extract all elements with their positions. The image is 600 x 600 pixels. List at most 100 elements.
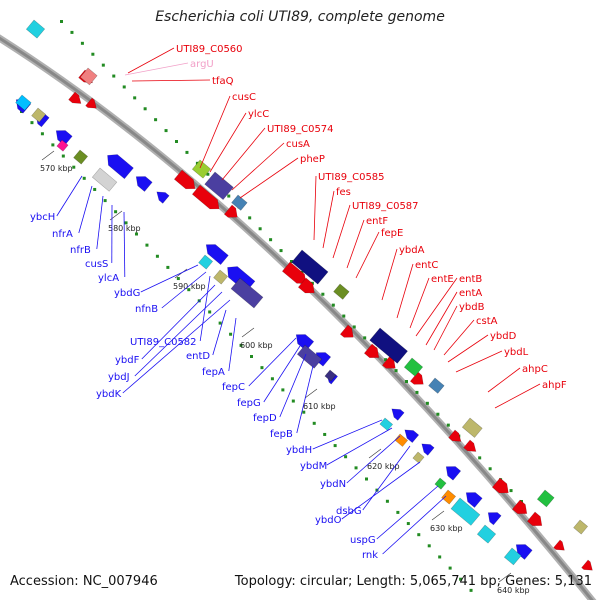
forward-gene	[297, 277, 315, 294]
reverse-label-leader	[248, 337, 297, 387]
tick-dot	[342, 314, 346, 318]
pseudo-feature	[79, 67, 98, 86]
tick-dot	[269, 238, 273, 242]
feature-box	[56, 139, 69, 152]
reverse-label-leader	[362, 445, 411, 511]
gene-arrow	[526, 511, 543, 526]
gene-arrow	[553, 539, 565, 551]
accession-label: Accession: NC_007946	[10, 574, 158, 589]
gene-box	[379, 417, 394, 431]
forward-gene-label: entB	[459, 274, 482, 285]
tick-dot	[459, 577, 463, 581]
tick-dot	[51, 143, 55, 147]
forward-gene	[68, 91, 82, 104]
reverse-gene-label: nfrB	[70, 245, 91, 256]
kbp-tick	[174, 268, 188, 279]
feature-box	[198, 254, 214, 270]
reverse-label-leader	[123, 211, 126, 278]
reverse-label-leader	[122, 299, 231, 394]
gene-box	[191, 159, 212, 179]
tick-dot	[279, 249, 283, 253]
tick-dot	[260, 366, 264, 370]
kbp-tick	[304, 388, 318, 399]
tick-dot	[133, 96, 137, 100]
reverse-label-leader	[279, 353, 307, 418]
forward-gene-label: UTI89_C0560	[176, 44, 243, 55]
reverse-gene-label: dsbG	[336, 506, 362, 517]
forward-label-leader	[355, 231, 380, 279]
forward-label-leader	[381, 248, 398, 301]
tick-dot	[40, 132, 44, 136]
feature-box	[333, 283, 350, 300]
tick-dot	[227, 194, 231, 198]
operon-box	[291, 249, 329, 285]
operon-box	[296, 344, 323, 369]
forward-label-leader	[487, 367, 521, 393]
forward-label-leader	[313, 175, 317, 241]
gene-arrow	[363, 343, 380, 358]
tick-dot	[394, 369, 398, 373]
forward-gene-label: UTI89_C0585	[318, 172, 385, 183]
forward-gene	[281, 261, 307, 284]
tick-dot	[291, 399, 295, 403]
tick-dot	[469, 588, 473, 592]
tick-dot	[175, 140, 178, 143]
forward-gene-label: fepE	[381, 228, 403, 239]
tick-dot	[258, 227, 262, 231]
feature-box	[191, 159, 212, 179]
feature-box	[15, 94, 32, 111]
feature-box	[394, 433, 409, 447]
kbp-tick-label: 640 kbp	[497, 586, 530, 595]
tick-dot	[446, 423, 450, 427]
feature-box	[461, 417, 483, 438]
gene-box	[394, 433, 409, 447]
kbp-tick	[431, 510, 445, 521]
topology-label: Topology: circular; Length: 5,065,741 bp…	[234, 574, 592, 589]
forward-gene	[191, 184, 220, 210]
reverse-label-leader	[312, 419, 383, 450]
kbp-tick-label: 590 kbp	[173, 282, 206, 291]
gene-arrow	[409, 371, 424, 385]
reverse-label-leader	[96, 195, 104, 250]
gene-arrow	[445, 466, 462, 481]
tick-dot	[396, 510, 400, 514]
kbp-tick	[368, 448, 382, 459]
forward-gene-label: ahpC	[522, 364, 548, 375]
tick-dot	[384, 358, 388, 362]
tick-dot	[415, 390, 419, 394]
tick-dot	[239, 343, 243, 347]
forward-label-leader	[221, 127, 266, 181]
feature-box	[296, 344, 323, 369]
feature-box	[73, 149, 89, 165]
forward-gene-label: entF	[366, 216, 388, 227]
kbp-tick	[498, 572, 512, 583]
forward-gene-label: entE	[431, 274, 454, 285]
reverse-label-leader	[140, 264, 199, 293]
feature-box	[231, 194, 248, 211]
forward-label-leader	[455, 350, 503, 373]
gene-box	[503, 547, 522, 566]
tick-dot	[143, 107, 147, 111]
forward-gene	[491, 477, 509, 494]
forward-gene	[363, 343, 380, 358]
feature-box	[412, 451, 425, 464]
inner-tick-track	[20, 110, 473, 592]
reverse-gene-label: ybdO	[315, 515, 342, 526]
tick-dot	[187, 288, 191, 292]
gene-box	[324, 369, 337, 382]
gene-box	[213, 269, 229, 285]
reverse-gene	[391, 408, 405, 421]
reverse-gene-label: rnk	[362, 550, 378, 561]
feature-box	[204, 171, 234, 201]
gene-arrow	[205, 244, 229, 265]
tick-dot	[365, 477, 368, 481]
gene-box	[428, 377, 445, 394]
forward-gene	[85, 97, 97, 109]
gene-box	[461, 417, 483, 438]
forward-label-leader	[209, 112, 247, 173]
forward-gene	[581, 559, 593, 571]
feature-box	[536, 489, 555, 508]
feature-box	[379, 417, 394, 431]
tick-dot	[124, 221, 128, 225]
forward-label-leader	[131, 79, 211, 82]
